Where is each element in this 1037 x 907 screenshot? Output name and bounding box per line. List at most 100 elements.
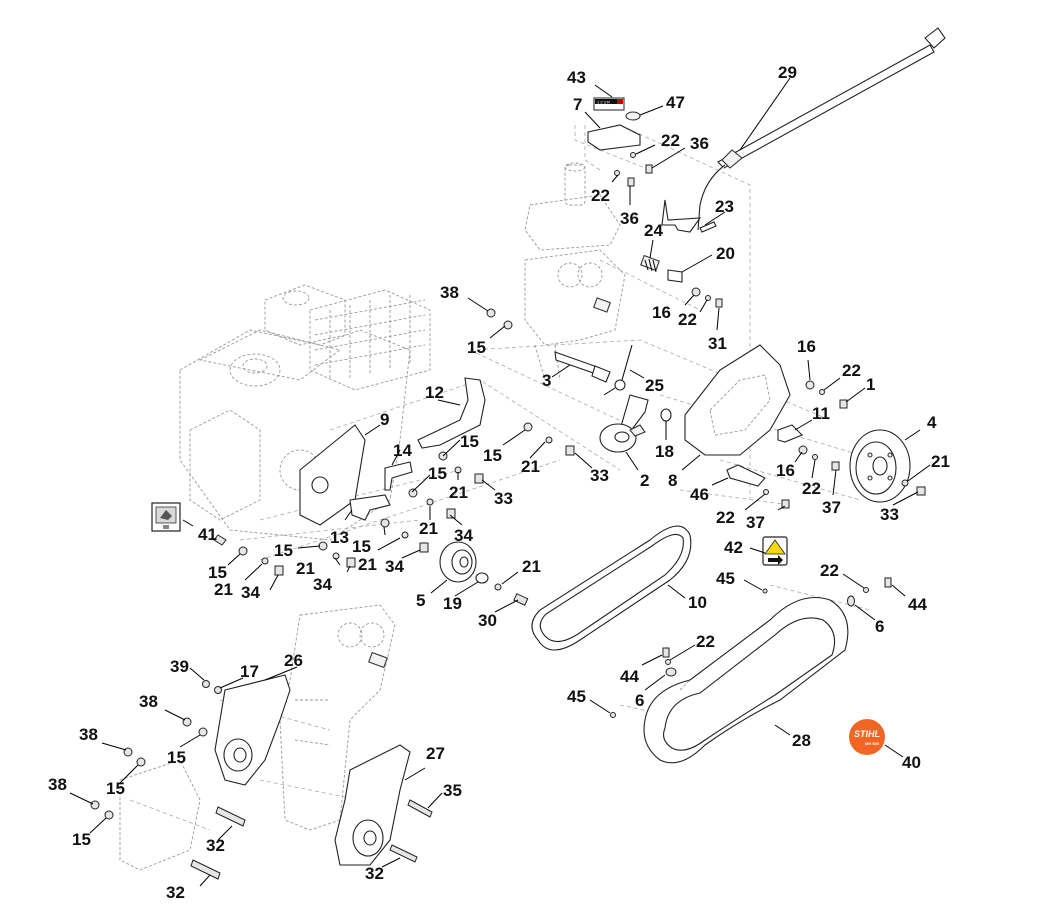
part-9-engine-plate: [299, 424, 366, 526]
part-8-rear-guard: [684, 344, 791, 456]
callout-label: 15: [274, 541, 293, 560]
callout-label: 15: [167, 748, 186, 767]
callout-label: 15: [208, 563, 227, 582]
callout-label: 21: [449, 483, 468, 502]
callout-label: 21: [931, 452, 950, 471]
part-24-spring: [640, 254, 660, 273]
callout-label: 33: [494, 489, 513, 508]
part-27-right-cover: [334, 744, 411, 866]
part-2-idler-pulley: [599, 394, 649, 453]
callout-label: 9: [380, 410, 389, 429]
engine-ghosted: [179, 284, 431, 541]
part-28-belt-cover: [643, 596, 849, 764]
part-40-brand-decal: STIHL MH 600: [849, 719, 885, 755]
callout-label: 21: [358, 555, 377, 574]
part-23-pin: [699, 221, 717, 233]
callout-label: 29: [778, 63, 797, 82]
leader-lines: [69, 77, 931, 887]
callout-label: 26: [284, 651, 303, 670]
part-19-spacer: [475, 572, 489, 584]
callout-label: 47: [666, 93, 685, 112]
part-3-shaft: [554, 351, 611, 383]
callout-label: 14: [393, 441, 412, 460]
part-29-shift-lever: [661, 27, 946, 233]
callout-label: 44: [908, 595, 927, 614]
callout-label: 15: [106, 779, 125, 798]
callout-label: 6: [875, 617, 884, 636]
callout-label: 10: [688, 593, 707, 612]
callout-label: 15: [483, 446, 502, 465]
callout-label: 23: [715, 197, 734, 216]
callout-label: 27: [426, 744, 445, 763]
callout-label: 6: [635, 691, 644, 710]
callout-label: 39: [170, 657, 189, 676]
callout-label: 8: [668, 471, 677, 490]
part-7-shift-plate: [587, 124, 641, 151]
part-20-sleeve: [667, 269, 683, 283]
callout-label: 15: [460, 432, 479, 451]
part-26-left-cover: [214, 674, 291, 786]
callout-label: 16: [652, 303, 671, 322]
upper-gearbox-ghosted: [524, 162, 626, 381]
callout-label: 2: [640, 471, 649, 490]
brand-decal-subtext: MH 600: [865, 741, 880, 746]
callout-label: 15: [352, 537, 371, 556]
callout-label: 22: [591, 186, 610, 205]
callout-label: 28: [792, 731, 811, 750]
callout-label: 19: [443, 594, 462, 613]
callout-label: 21: [522, 557, 541, 576]
callout-label: 24: [644, 221, 663, 240]
gear-positions: 1 2 3 R: [597, 100, 610, 105]
part-12-idler-arm: [417, 377, 486, 449]
callout-label: 16: [776, 461, 795, 480]
callout-label: 32: [206, 836, 225, 855]
callout-label: 15: [467, 338, 486, 357]
callout-label: 18: [655, 442, 674, 461]
part-18-washer: [660, 408, 672, 422]
part-42-warning-decal: [762, 536, 788, 566]
callout-label: 5: [416, 591, 425, 610]
callout-label: 21: [419, 519, 438, 538]
callout-label: 22: [678, 310, 697, 329]
callout-label: 41: [198, 525, 217, 544]
brand-decal-text: STIHL: [854, 729, 880, 739]
callout-label: 38: [139, 692, 158, 711]
callout-label: 37: [746, 513, 765, 532]
callout-label: 15: [428, 464, 447, 483]
callout-label: 21: [214, 580, 233, 599]
callout-label: 34: [385, 557, 404, 576]
callout-label: 22: [661, 131, 680, 150]
callout-label: 38: [440, 283, 459, 302]
callout-label: 32: [166, 883, 185, 902]
callout-label: 21: [521, 457, 540, 476]
callout-label: 38: [79, 725, 98, 744]
callout-label: 32: [365, 864, 384, 883]
part-47-knob: [625, 111, 641, 121]
callout-label: 40: [902, 753, 921, 772]
callout-label: 13: [330, 528, 349, 547]
callout-label: 20: [716, 244, 735, 263]
callout-label: 44: [620, 667, 639, 686]
callout-label: 43: [567, 68, 586, 87]
callout-label: 22: [716, 508, 735, 527]
part-14-clip: [384, 461, 413, 491]
callout-label: 11: [812, 404, 830, 423]
callout-label: 34: [454, 526, 473, 545]
callout-label: 12: [425, 383, 444, 402]
callout-label: 35: [443, 781, 462, 800]
callout-label: 34: [313, 575, 332, 594]
callout-label: 45: [567, 687, 586, 706]
callout-label: 42: [724, 538, 743, 557]
callout-label: 22: [802, 479, 821, 498]
callout-label: 36: [690, 134, 709, 153]
callout-label: 36: [620, 209, 639, 228]
callout-label: 34: [241, 583, 260, 602]
part-43-gear-sticker: 1 2 3 R: [593, 97, 625, 111]
callout-label: 7: [573, 95, 582, 114]
callout-label: 30: [478, 611, 497, 630]
callout-label: 45: [716, 569, 735, 588]
part-46-clip: [726, 464, 766, 487]
callout-label: 37: [822, 498, 841, 517]
callout-label: 46: [690, 485, 709, 504]
